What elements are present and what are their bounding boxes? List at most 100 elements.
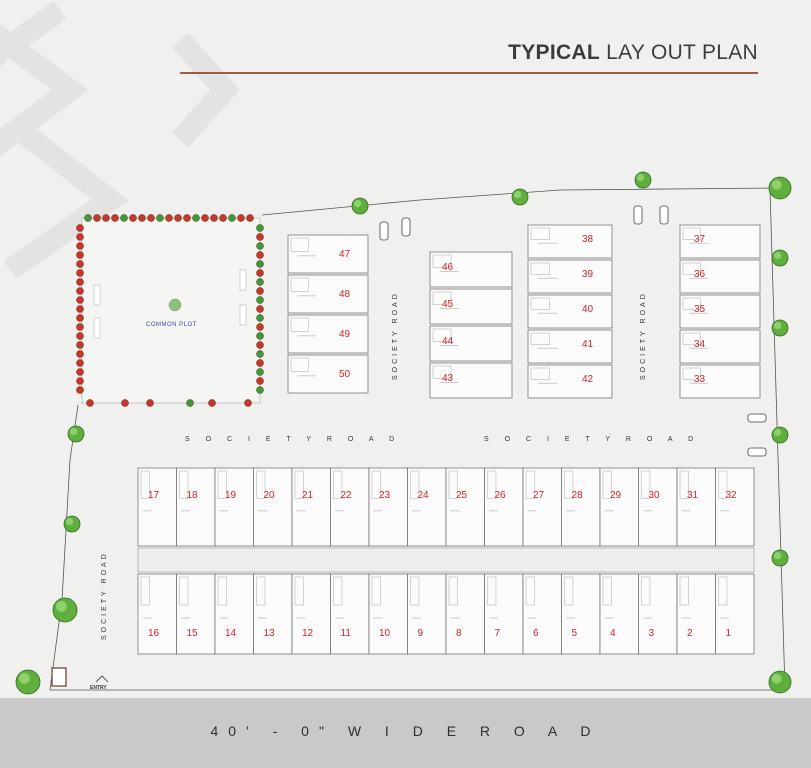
tree-highlight	[774, 322, 782, 330]
plot-room	[525, 576, 535, 606]
plot-outline	[599, 467, 639, 547]
hedge-shrub	[256, 242, 264, 250]
hedge-shrub	[138, 214, 146, 222]
plot-45: 45	[429, 288, 513, 325]
plot-14: 14	[214, 573, 254, 655]
plot-room	[718, 576, 728, 606]
tree-highlight	[19, 673, 30, 684]
hedge-shrub	[237, 214, 245, 222]
plot-number: 18	[187, 490, 199, 501]
entry-marker: ENTRY	[90, 675, 109, 691]
plot-44: 44	[429, 325, 513, 362]
plot-room	[682, 332, 701, 345]
car-icon	[659, 205, 669, 225]
plot-outline	[330, 573, 370, 655]
plot-number: 48	[339, 289, 351, 300]
hedge-shrub	[76, 350, 84, 358]
plot-room	[179, 470, 189, 499]
plot-43: 43	[429, 362, 513, 399]
plot-room	[530, 227, 550, 240]
plot-outline	[429, 251, 513, 288]
plot-outline	[527, 294, 613, 329]
site-plan-drawing: COMMON PLOT 4748495046454443383940414237…	[15, 171, 792, 695]
plot-number: 39	[582, 269, 594, 280]
plot-outline	[638, 467, 678, 547]
plot-outline	[484, 467, 524, 547]
plot-outline	[561, 467, 601, 547]
tree-highlight	[774, 552, 782, 560]
plot-room	[432, 328, 452, 342]
plot-50: 50	[287, 354, 369, 394]
plot-31: 31	[676, 467, 716, 547]
plot-room	[530, 332, 550, 345]
plot-outline	[287, 274, 369, 314]
plot-36: 36	[679, 259, 761, 294]
plot-number: 1	[726, 628, 732, 639]
plot-number: 43	[442, 373, 454, 384]
plot-room	[487, 470, 497, 499]
plot-21: 21	[291, 467, 331, 547]
plot-outline	[715, 573, 755, 655]
hedge-shrub	[121, 399, 129, 407]
plot-number: 6	[533, 628, 539, 639]
plot-outline	[330, 467, 370, 547]
plot-number: 29	[610, 490, 622, 501]
plot-number: 33	[694, 374, 706, 385]
plot-room	[602, 576, 612, 606]
hedge-shrub	[129, 214, 137, 222]
society-road-label-left: S O C I E T Y R O A D	[185, 436, 401, 443]
hedge-shrub	[76, 287, 84, 295]
plot-room	[333, 576, 343, 606]
plot-outline	[679, 364, 761, 399]
plot-10: 10	[368, 573, 408, 655]
plot-outline	[676, 573, 716, 655]
hedge-shrub	[76, 386, 84, 394]
plot-number: 26	[495, 490, 507, 501]
hedge-shrub	[76, 314, 84, 322]
plot-room	[410, 470, 420, 499]
plot-outline	[445, 573, 485, 655]
plot-32: 32	[715, 467, 755, 547]
plot-37: 37	[679, 224, 761, 259]
plot-outline	[368, 467, 408, 547]
hedge-shrub	[256, 296, 264, 304]
plot-number: 49	[339, 329, 351, 340]
plot-number: 12	[302, 628, 314, 639]
plot-room	[290, 277, 309, 292]
hedge-shrub	[76, 377, 84, 385]
plot-15: 15	[176, 573, 216, 655]
plot-number: 2	[687, 628, 693, 639]
hedge-shrub	[256, 368, 264, 376]
hedge-shrub	[76, 251, 84, 259]
tree-highlight	[56, 601, 67, 612]
plot-room	[530, 297, 550, 310]
plot-number: 30	[649, 490, 661, 501]
hedge-shrub	[93, 214, 101, 222]
plot-room	[530, 367, 550, 380]
plot-outline	[527, 364, 613, 399]
hedge-shrub	[84, 214, 92, 222]
hedge-shrub	[201, 214, 209, 222]
main-road-label: 40' - 0" W I D E R O A D	[210, 723, 601, 739]
plot-room	[525, 470, 535, 499]
plot-19: 19	[214, 467, 254, 547]
plot-40: 40	[527, 294, 613, 329]
plot-room	[448, 576, 458, 606]
plot-room	[290, 357, 309, 372]
society-road-label-vertical-a: SOCIETY ROAD	[392, 291, 399, 380]
plot-number: 28	[572, 490, 584, 501]
plot-outline	[527, 329, 613, 364]
plot-number: 40	[582, 304, 594, 315]
hedge-shrub	[244, 399, 252, 407]
main-road-band	[0, 698, 811, 768]
hedge-shrub	[76, 305, 84, 313]
plot-number: 16	[148, 628, 160, 639]
hedge-shrub	[256, 350, 264, 358]
hedge-shrub	[256, 233, 264, 241]
hedge-shrub	[186, 399, 194, 407]
hedge-shrub	[76, 233, 84, 241]
tree-highlight	[774, 429, 782, 437]
hedge-shrub	[246, 214, 254, 222]
plot-room	[432, 254, 452, 268]
